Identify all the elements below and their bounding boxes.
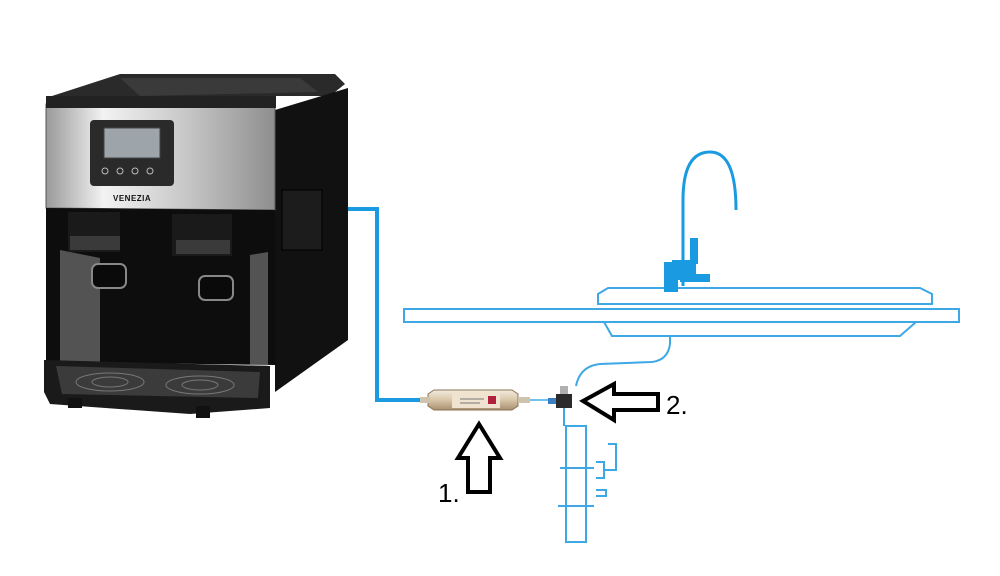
brand-label: VENEZIA — [113, 194, 151, 203]
step-1-label: 1. — [438, 478, 460, 508]
faucet-icon — [664, 150, 738, 292]
step-2-label: 2. — [666, 390, 688, 420]
up-arrow-icon — [454, 420, 504, 494]
left-arrow-icon — [579, 380, 660, 424]
shutoff-valve-icon — [558, 425, 617, 543]
water-line — [348, 207, 428, 402]
countertop — [403, 287, 960, 387]
filter-cartridge-icon — [420, 389, 530, 411]
ice-maker-icon: VENEZIA — [44, 74, 348, 418]
valve-icon — [548, 386, 572, 426]
